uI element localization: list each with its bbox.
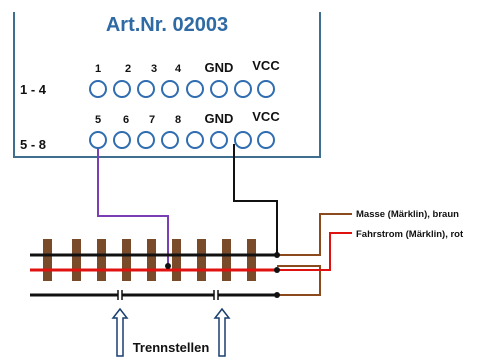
pin-number-4: 4 xyxy=(175,63,182,75)
sleeper xyxy=(247,239,256,281)
fahrstrom-label: Fahrstrom (Märklin), rot xyxy=(356,229,464,240)
purple-wire xyxy=(97,144,169,266)
pin-label-gnd-row1: GND xyxy=(205,60,234,75)
pin-circle-vcc-a-row1 xyxy=(234,80,252,98)
pin-circle-gnd-a-row2 xyxy=(186,131,204,149)
pin-circle-7 xyxy=(137,131,155,149)
pin-number-2: 2 xyxy=(125,63,131,75)
sleeper xyxy=(72,239,81,281)
brown-wire xyxy=(277,213,352,256)
sleeper xyxy=(172,239,181,281)
pin-label-vcc-row1: VCC xyxy=(252,58,280,73)
pin-circle-3 xyxy=(137,80,155,98)
sleeper xyxy=(197,239,206,281)
pin-number-6: 6 xyxy=(123,114,129,126)
module-box xyxy=(13,12,321,158)
pin-circle-4 xyxy=(161,80,179,98)
pin-circle-8 xyxy=(161,131,179,149)
junction-dot xyxy=(274,292,280,298)
sleeper xyxy=(147,239,156,281)
pin-circle-gnd-b-row1 xyxy=(210,80,228,98)
junction-dot xyxy=(165,263,171,269)
pin-circle-vcc-b-row2 xyxy=(257,131,275,149)
pin-circle-6 xyxy=(113,131,131,149)
junction-dot xyxy=(274,252,280,258)
pin-circle-2 xyxy=(113,80,131,98)
red-wire xyxy=(277,232,352,271)
sleeper xyxy=(43,239,52,281)
sleeper xyxy=(122,239,131,281)
track-sleepers xyxy=(43,239,256,281)
masse-label: Masse (Märklin), braun xyxy=(356,209,459,220)
row-label-1-4: 1 - 4 xyxy=(20,82,47,97)
row-label-5-8: 5 - 8 xyxy=(20,137,46,152)
sleeper xyxy=(97,239,106,281)
pin-circle-vcc-b-row1 xyxy=(257,80,275,98)
brown-wire-return xyxy=(277,265,321,296)
pin-circle-1 xyxy=(89,80,107,98)
pin-number-7: 7 xyxy=(149,114,155,126)
pin-circle-gnd-b-row2 xyxy=(210,131,228,149)
article-number-title: Art.Nr. 02003 xyxy=(106,14,228,36)
trennstellen-label: Trennstellen xyxy=(133,340,210,355)
gnd-wire xyxy=(233,144,278,255)
pin-number-5: 5 xyxy=(95,114,101,126)
arrow-up-icon xyxy=(111,307,129,357)
pin-circle-5 xyxy=(89,131,107,149)
sleeper xyxy=(222,239,231,281)
pin-number-3: 3 xyxy=(151,63,157,75)
pin-circle-gnd-a-row1 xyxy=(186,80,204,98)
pin-number-1: 1 xyxy=(95,63,101,75)
pin-label-gnd-row2: GND xyxy=(205,111,234,126)
junction-dot xyxy=(274,267,280,273)
arrow-up-icon xyxy=(213,307,231,357)
pin-circle-vcc-a-row2 xyxy=(234,131,252,149)
pin-label-vcc-row2: VCC xyxy=(252,109,280,124)
pin-number-8: 8 xyxy=(175,114,181,126)
